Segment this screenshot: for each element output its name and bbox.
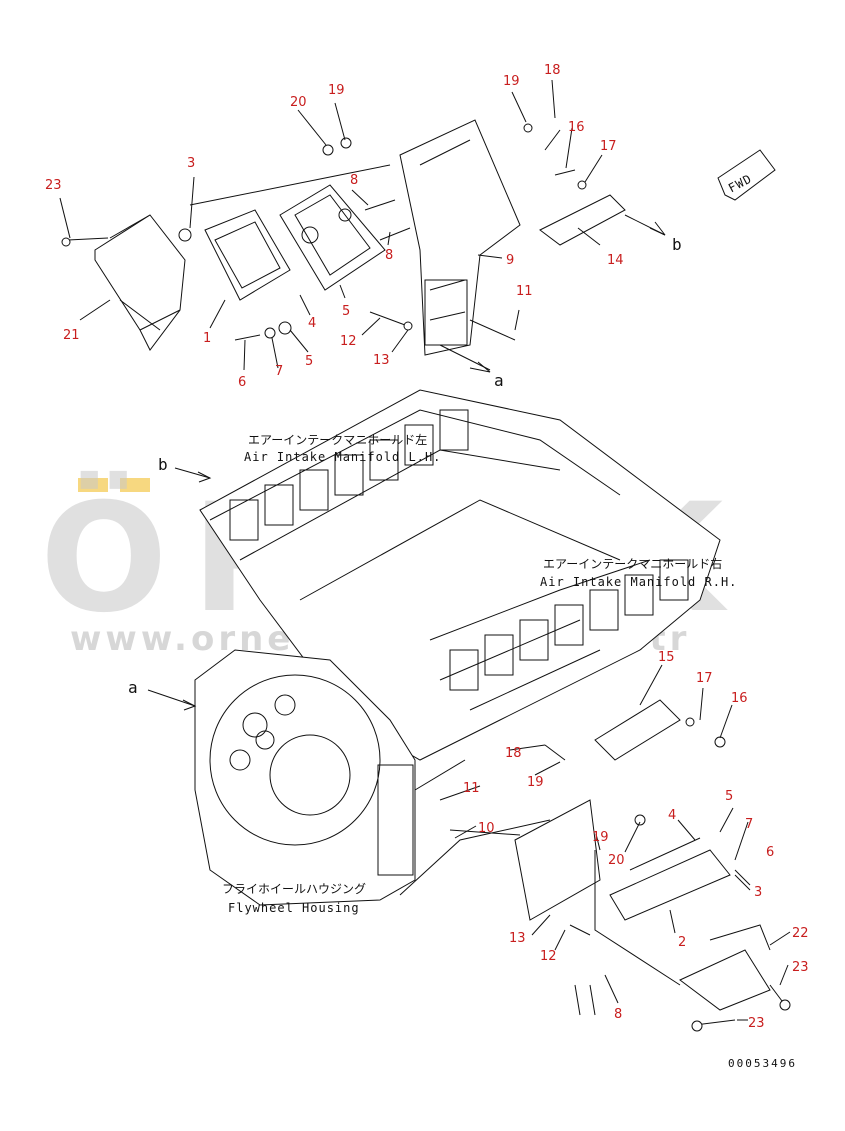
callout-4: 4 xyxy=(308,316,316,331)
upper-assembly: FWD xyxy=(61,119,776,373)
ref-a-upper: a xyxy=(494,371,504,390)
watermark-accent-right xyxy=(120,478,150,492)
callout-18: 18 xyxy=(544,63,561,78)
callout-3: 3 xyxy=(187,156,195,171)
air-intake-lh-jp: エアーインテークマニホールド左 xyxy=(248,432,427,447)
callout-14: 14 xyxy=(607,253,624,268)
controller-part-1 xyxy=(204,209,291,301)
callout-10: 10 xyxy=(478,821,495,836)
callout-15: 15 xyxy=(658,650,675,665)
callout-23b: 23 xyxy=(792,960,809,975)
plate-part-lower xyxy=(514,799,601,921)
callout-1: 1 xyxy=(203,331,211,346)
callout-23: 23 xyxy=(45,178,62,193)
callout-22: 22 xyxy=(792,926,809,941)
callout-19b: 19 xyxy=(503,74,520,89)
callout-13: 13 xyxy=(373,353,390,368)
callout-5b: 5 xyxy=(305,354,313,369)
cover-part-21 xyxy=(94,214,186,351)
callout-8c: 8 xyxy=(614,1007,622,1022)
reference-markers: a b b a xyxy=(128,235,682,711)
watermark-accent-left xyxy=(78,478,108,492)
callout-16b: 16 xyxy=(731,691,748,706)
callout-19d: 19 xyxy=(592,830,609,845)
callout-20b: 20 xyxy=(608,853,625,868)
callout-8b: 8 xyxy=(385,248,393,263)
callout-21: 21 xyxy=(63,328,80,343)
drawing-number: 00053496 xyxy=(728,1057,797,1070)
callout-19c: 19 xyxy=(527,775,544,790)
bracket-part-15 xyxy=(594,699,681,761)
bracket-part-2 xyxy=(609,849,731,921)
callout-12: 12 xyxy=(340,334,357,349)
flywheel-en: Flywheel Housing xyxy=(228,901,360,915)
air-intake-rh-jp: エアーインテークマニホールド右 xyxy=(543,556,722,571)
lower-assembly xyxy=(399,699,791,1032)
callout-16: 16 xyxy=(568,120,585,135)
callout-13b: 13 xyxy=(509,931,526,946)
callout-20: 20 xyxy=(290,95,307,110)
ref-a-lower: a xyxy=(128,678,138,697)
ref-b-upper: b xyxy=(672,235,682,254)
assembly-labels: エアーインテークマニホールド左 Air Intake Manifold L.H.… xyxy=(222,432,797,1070)
callout-11b: 11 xyxy=(463,781,480,796)
callout-7: 7 xyxy=(275,364,283,379)
bracket-part-14 xyxy=(539,194,626,246)
callout-6: 6 xyxy=(238,375,246,390)
fwd-arrow-icon xyxy=(717,149,776,201)
callout-17: 17 xyxy=(600,139,617,154)
callout-18b: 18 xyxy=(505,746,522,761)
callout-leaders xyxy=(59,79,791,1021)
air-intake-lh-en: Air Intake Manifold L.H. xyxy=(244,450,441,464)
callout-7b: 7 xyxy=(745,817,753,832)
callout-5c: 5 xyxy=(725,789,733,804)
flywheel-housing xyxy=(194,649,416,906)
ref-b-lower: b xyxy=(158,455,168,474)
bracket-part-4 xyxy=(279,184,386,291)
callout-12b: 12 xyxy=(540,949,557,964)
callout-6b: 6 xyxy=(766,845,774,860)
callouts: 23 3 20 19 8 8 9 19 18 16 17 14 11 21 1 … xyxy=(45,63,809,1031)
callout-19: 19 xyxy=(328,83,345,98)
plate-part-9 xyxy=(399,119,521,356)
callout-23c: 23 xyxy=(748,1016,765,1031)
callout-5: 5 xyxy=(342,304,350,319)
callout-8: 8 xyxy=(350,173,358,188)
flywheel-jp: フライホイールハウジング xyxy=(222,882,366,896)
callout-3b: 3 xyxy=(754,885,762,900)
air-intake-rh-en: Air Intake Manifold R.H. xyxy=(540,575,737,589)
callout-4b: 4 xyxy=(668,808,676,823)
callout-11: 11 xyxy=(516,284,533,299)
callout-17b: 17 xyxy=(696,671,713,686)
callout-9: 9 xyxy=(506,253,514,268)
callout-2: 2 xyxy=(678,935,686,950)
cover-part-22 xyxy=(679,949,771,1011)
